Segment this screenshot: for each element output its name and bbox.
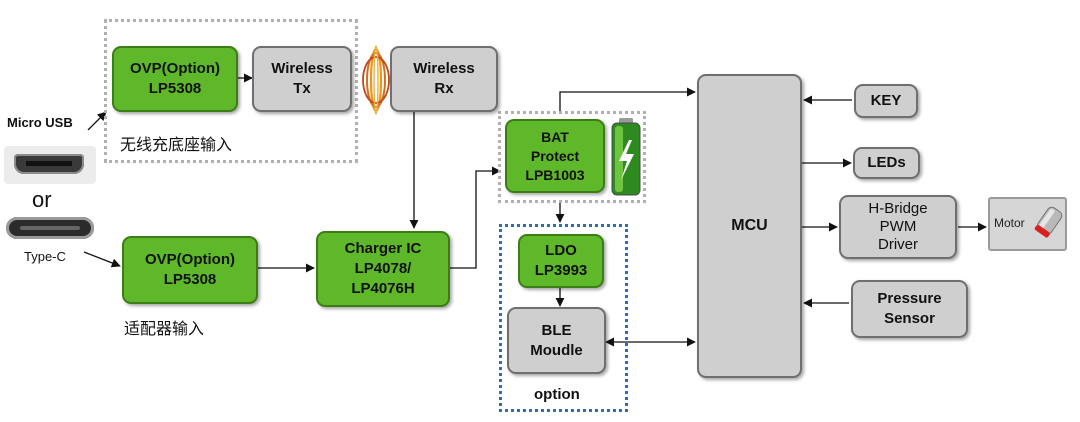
wireless-tx-block: Wireless Tx [252, 46, 352, 112]
pressure-sensor-block: Pressure Sensor [851, 280, 968, 338]
micro-usb-label: Micro USB [7, 115, 73, 130]
ovp-adapter-block: OVP(Option) LP5308 [122, 236, 258, 304]
arrow-bat-to-mcu [559, 87, 696, 112]
type-c-label: Type-C [24, 249, 66, 264]
wireless-input-label: 无线充底座输入 [120, 135, 233, 154]
h-bridge-block: H-Bridge PWM Driver [839, 195, 957, 259]
option-group-outline [499, 224, 628, 412]
motor-label: Motor [994, 216, 1025, 230]
mcu-block: MCU [697, 74, 802, 378]
arrow-typec-to-ovp [83, 251, 121, 268]
adapter-input-label: 适配器输入 [124, 319, 205, 338]
bat-protect-block: BAT Protect LPB1003 [505, 119, 605, 193]
wireless-charger-group-outline [104, 19, 358, 163]
option-label: option [534, 386, 580, 403]
wireless-rx-block: Wireless Rx [390, 46, 498, 112]
motor-box: Motor [988, 197, 1067, 251]
type-c-connector-icon [6, 214, 94, 244]
leds-block: LEDs [853, 147, 920, 179]
or-label: or [32, 187, 52, 212]
wireless-coil-icon [362, 45, 390, 115]
micro-usb-connector-icon [4, 146, 96, 184]
motor-icon [1034, 206, 1063, 238]
battery-group-outline [498, 111, 646, 203]
ble-module-block: BLE Moudle [507, 307, 606, 374]
ovp-wireless-block: OVP(Option) LP5308 [112, 46, 238, 112]
arrow-charger-to-bat [450, 166, 501, 269]
charger-ic-block: Charger IC LP4078/ LP4076H [316, 231, 450, 307]
ldo-block: LDO LP3993 [518, 234, 604, 288]
arrow-microusb-to-wireless [87, 111, 107, 131]
battery-icon [611, 118, 641, 196]
key-block: KEY [854, 84, 918, 118]
